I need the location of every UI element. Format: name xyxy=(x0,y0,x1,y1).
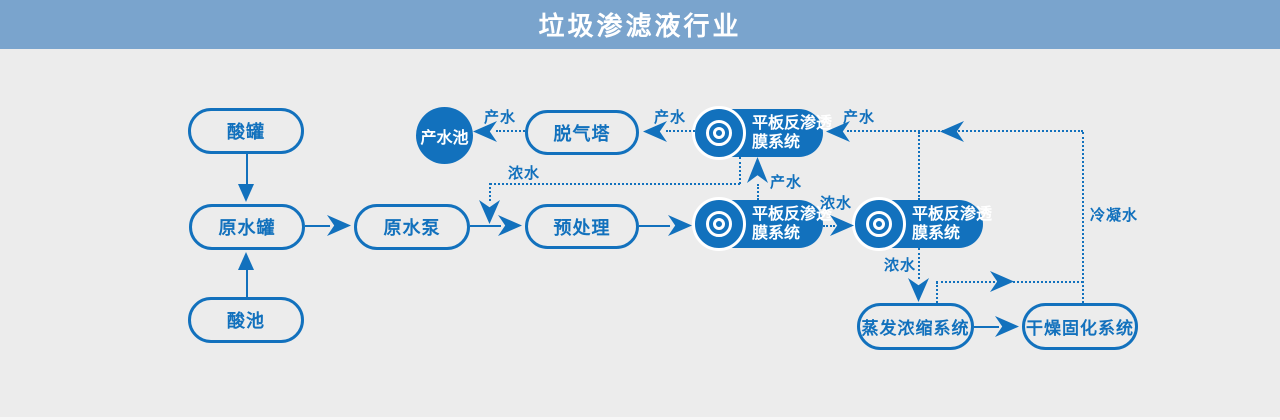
header-bar: 垃圾渗滤液行业 xyxy=(0,0,1280,49)
line-segment xyxy=(246,268,248,297)
flow-diagram: 酸罐 原水罐 酸池 原水泵 脱气塔 预处理 产水池 平板反渗透 膜系统 平板反渗… xyxy=(0,49,1280,420)
line-segment xyxy=(496,130,525,132)
line-segment xyxy=(823,225,835,227)
edge-label-product-water: 产水 xyxy=(484,109,517,126)
line-segment xyxy=(739,157,741,184)
line-segment xyxy=(757,184,759,200)
node-label-line2: 膜系统 xyxy=(752,225,801,242)
edge-label-product-water: 产水 xyxy=(654,109,687,126)
node-label: 平板反渗透 膜系统 xyxy=(912,205,992,243)
node-label: 脱气塔 xyxy=(553,123,611,144)
membrane-disc-icon xyxy=(692,197,746,251)
node-label: 干燥固化系统 xyxy=(1026,319,1134,338)
node-label-line2: 膜系统 xyxy=(912,225,961,242)
node-ro-membrane-system-3: 平板反渗透 膜系统 xyxy=(852,197,992,251)
line-segment xyxy=(246,154,248,185)
arrowhead-down-icon xyxy=(908,278,929,302)
node-label: 原水罐 xyxy=(218,218,276,238)
edge-label-concentrate: 浓水 xyxy=(508,165,541,182)
bullseye-icon xyxy=(866,211,892,237)
node-label-line2: 膜系统 xyxy=(752,134,801,151)
line-segment xyxy=(489,183,491,201)
node-product-water-pool: 产水池 xyxy=(416,107,473,164)
node-ro-membrane-system-2: 平板反渗透 膜系统 xyxy=(692,197,832,251)
line-segment xyxy=(974,326,999,328)
line-segment xyxy=(666,130,695,132)
line-segment xyxy=(305,225,330,227)
bullseye-center-icon xyxy=(873,218,885,230)
bullseye-icon xyxy=(706,120,732,146)
node-label: 平板反渗透 膜系统 xyxy=(752,114,832,152)
page-title: 垃圾渗滤液行业 xyxy=(538,11,742,41)
bullseye-icon xyxy=(706,211,732,237)
arrowhead-down-icon xyxy=(479,200,500,224)
node-ro-membrane-system-1: 平板反渗透 膜系统 xyxy=(692,106,832,160)
arrowhead-down-icon xyxy=(238,184,254,202)
node-raw-water-tank: 原水罐 xyxy=(189,204,305,250)
node-label-line1: 平板反渗透 xyxy=(752,115,833,132)
node-evaporation-system: 蒸发浓缩系统 xyxy=(857,303,974,350)
arrowhead-up-icon xyxy=(747,157,768,183)
arrowhead-right-icon xyxy=(498,215,522,236)
node-label-line1: 平板反渗透 xyxy=(912,206,993,223)
node-label-line1: 平板反渗透 xyxy=(752,206,833,223)
node-label: 产水池 xyxy=(420,129,469,147)
arrowhead-right-icon xyxy=(327,215,351,236)
membrane-disc-icon xyxy=(852,197,906,251)
line-segment xyxy=(918,248,920,279)
node-pretreatment: 预处理 xyxy=(525,204,639,249)
edge-label-concentrate: 浓水 xyxy=(884,257,917,274)
membrane-disc-icon xyxy=(692,106,746,160)
arrowhead-up-icon xyxy=(238,252,254,270)
node-acid-tank: 酸罐 xyxy=(188,108,304,154)
node-label: 平板反渗透 膜系统 xyxy=(752,205,832,243)
node-label: 酸罐 xyxy=(227,122,265,142)
edge-label-concentrate: 浓水 xyxy=(820,195,853,212)
node-acid-pool: 酸池 xyxy=(188,297,304,343)
node-degassing-tower: 脱气塔 xyxy=(525,110,639,155)
bullseye-center-icon xyxy=(713,218,725,230)
line-segment xyxy=(847,130,1083,132)
node-label: 原水泵 xyxy=(383,218,441,238)
line-segment xyxy=(1082,132,1084,303)
line-segment xyxy=(936,282,938,303)
line-segment xyxy=(470,225,501,227)
arrowhead-right-icon xyxy=(668,215,692,236)
node-label: 蒸发浓缩系统 xyxy=(861,319,970,338)
line-segment xyxy=(490,183,740,185)
node-raw-water-pump: 原水泵 xyxy=(354,204,470,250)
node-label: 预处理 xyxy=(553,217,611,238)
edge-label-product-water: 产水 xyxy=(843,109,876,126)
line-segment xyxy=(918,132,920,200)
edge-label-product-water: 产水 xyxy=(770,174,803,191)
node-drying-system: 干燥固化系统 xyxy=(1022,303,1138,350)
node-label: 酸池 xyxy=(227,311,265,331)
edge-label-condensate: 冷凝水 xyxy=(1090,207,1139,224)
bullseye-center-icon xyxy=(713,127,725,139)
line-segment xyxy=(639,225,670,227)
